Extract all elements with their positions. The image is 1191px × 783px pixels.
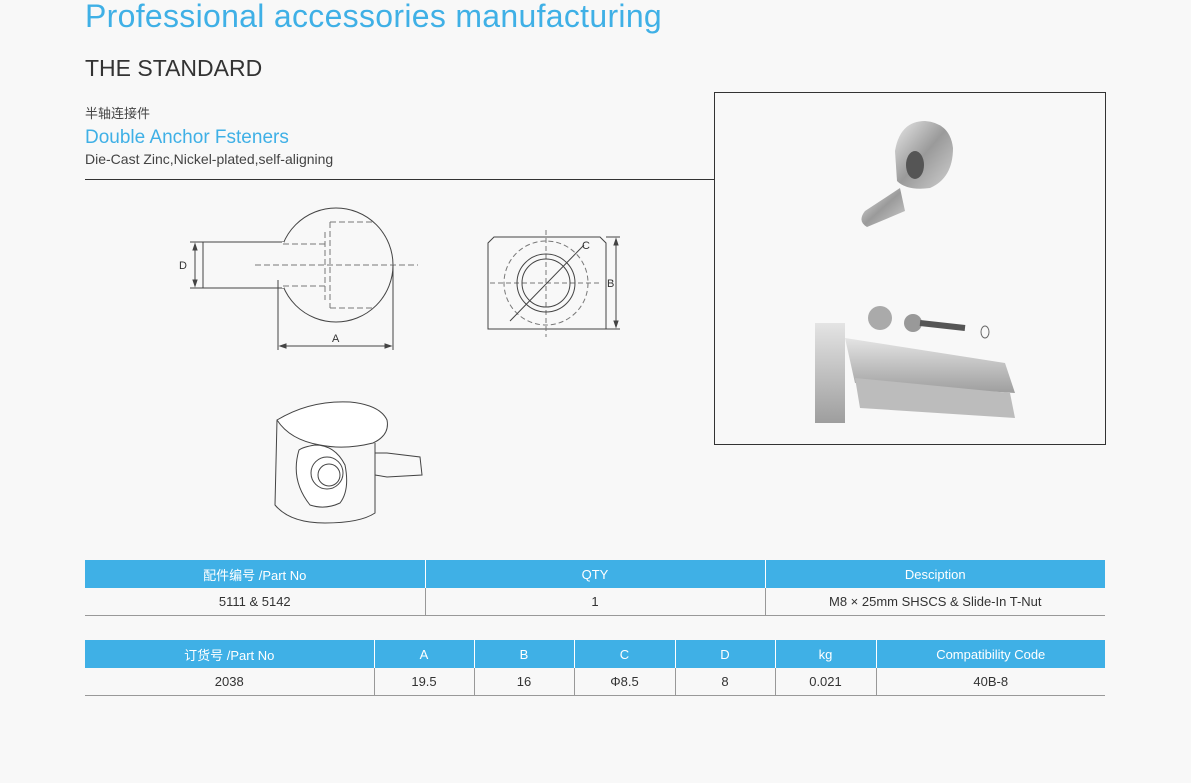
dim-label-a: A	[332, 333, 340, 345]
front-view-drawing: C B	[487, 230, 620, 337]
table-cell: 40B-8	[875, 668, 1105, 696]
column-header: D	[674, 640, 775, 668]
table-row: 5111 & 5142 1 M8 × 25mm SHSCS & Slide-In…	[85, 588, 1105, 616]
dim-label-d: D	[179, 260, 187, 272]
table-cell: 2038	[85, 668, 374, 696]
parts-table: 配件编号 /Part No QTY Desciption 5111 & 5142…	[85, 560, 1105, 616]
dim-label-b: B	[607, 278, 614, 290]
table-cell: 0.021	[774, 668, 876, 696]
section-title: THE STANDARD	[85, 55, 263, 81]
column-header: B	[473, 640, 574, 668]
column-header: C	[573, 640, 675, 668]
table-cell: 1	[424, 588, 765, 616]
table-cell: 8	[674, 668, 775, 696]
assembly-photo	[714, 268, 1106, 445]
table-row: 2038 19.5 16 Φ8.5 8 0.021 40B-8	[85, 668, 1105, 696]
product-description: Die-Cast Zinc,Nickel-plated,self-alignin…	[85, 151, 334, 167]
column-header: 订货号 /Part No	[85, 640, 374, 668]
product-photo	[714, 92, 1106, 270]
column-header: 配件编号 /Part No	[85, 560, 425, 588]
table-cell: 16	[473, 668, 574, 696]
table-cell: M8 × 25mm SHSCS & Slide-In T-Nut	[764, 588, 1105, 616]
side-view-drawing: D A	[179, 207, 418, 350]
product-name-cn: 半轴连接件	[85, 106, 151, 121]
column-header: Compatibility Code	[875, 640, 1105, 668]
table-cell: Φ8.5	[573, 668, 675, 696]
dim-label-c: C	[582, 240, 590, 252]
column-header: QTY	[424, 560, 765, 588]
divider	[85, 179, 715, 180]
page-title: Professional accessories manufacturing	[85, 0, 663, 34]
fastener-photo-icon	[861, 121, 953, 227]
table-cell: 5111 & 5142	[85, 588, 425, 616]
table-cell: 19.5	[373, 668, 474, 696]
table-header-row: 订货号 /Part No A B C D kg Compatibility Co…	[85, 640, 1105, 668]
column-header: Desciption	[764, 560, 1105, 588]
column-header: kg	[774, 640, 876, 668]
assembly-photo-icon	[815, 306, 1015, 423]
product-name-en: Double Anchor Fsteners	[85, 127, 289, 148]
isometric-drawing	[274, 401, 423, 524]
specs-table: 订货号 /Part No A B C D kg Compatibility Co…	[85, 640, 1105, 696]
table-header-row: 配件编号 /Part No QTY Desciption	[85, 560, 1105, 588]
column-header: A	[373, 640, 474, 668]
